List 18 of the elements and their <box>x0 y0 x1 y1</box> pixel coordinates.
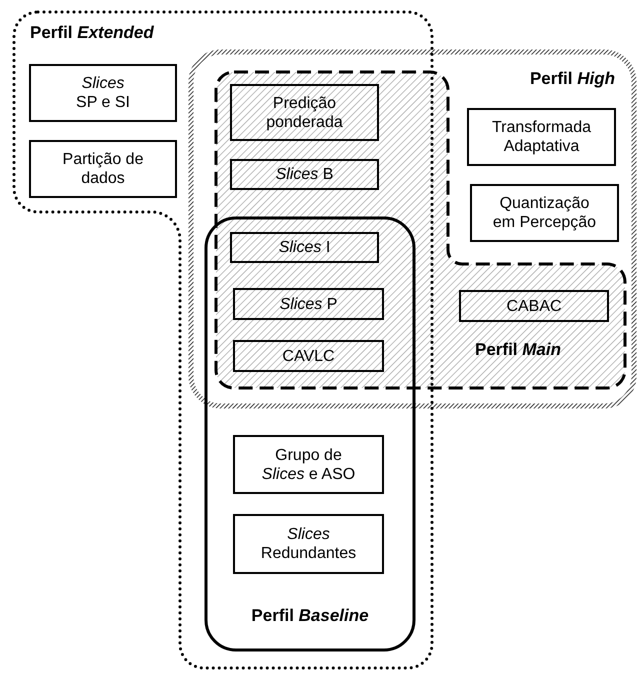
feature-box: Partição de dados <box>29 140 177 198</box>
feature-box: Slices Redundantes <box>233 514 384 574</box>
feature-box: Slices P <box>233 288 384 320</box>
feature-box: Quantização em Percepção <box>470 184 619 242</box>
profile-title: Perfil Baseline <box>250 607 370 624</box>
feature-box: Slices B <box>230 159 379 190</box>
profile-title: Perfil High <box>530 70 615 87</box>
feature-box: CABAC <box>459 290 609 322</box>
profile-region <box>213 69 629 391</box>
feature-box: CAVLC <box>233 340 384 372</box>
profile-title: Perfil Main <box>475 341 561 358</box>
feature-box: Predição ponderada <box>230 84 379 141</box>
feature-box: Grupo de Slices e ASO <box>233 435 384 494</box>
profile-title: Perfil Extended <box>30 24 154 41</box>
feature-box: Transformada Adaptativa <box>467 108 616 166</box>
feature-box: Slices SP e SI <box>29 64 177 122</box>
feature-box: Slices I <box>230 232 379 263</box>
profile-region <box>186 48 637 410</box>
